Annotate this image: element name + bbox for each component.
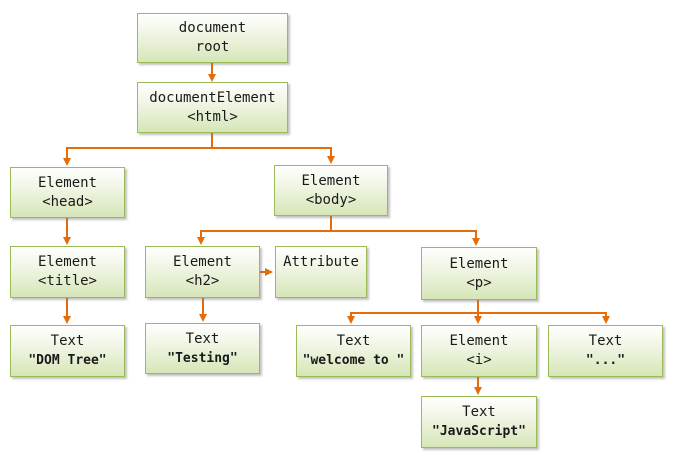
node-document-element-sublabel: <html>: [187, 108, 238, 125]
node-p-text-ellipsis-label: Text: [588, 333, 623, 349]
node-h2-text: Text "Testing": [145, 323, 260, 374]
node-p-sublabel: <p>: [466, 274, 492, 291]
node-h2-label: Element: [172, 254, 232, 270]
node-head-label: Element: [37, 174, 97, 191]
node-i-text-label: Text: [462, 404, 496, 420]
node-head: Element <head>: [10, 167, 125, 218]
node-title-label: Element: [37, 254, 97, 270]
node-h2: Element <h2>: [145, 246, 260, 298]
node-h2-text-value: "Testing": [167, 350, 238, 366]
node-body-label: Element: [301, 172, 361, 189]
node-title-sublabel: <title>: [37, 273, 97, 289]
node-title-text: Text "DOM Tree": [10, 325, 125, 377]
node-p-label: Element: [449, 255, 509, 272]
node-i: Element <i>: [421, 325, 537, 377]
node-i-text: Text "JavaScript": [421, 396, 537, 448]
node-i-text-value: "JavaScript": [432, 424, 526, 439]
node-head-sublabel: <head>: [42, 193, 93, 210]
node-document-root: document root: [137, 13, 288, 63]
node-attribute: Attribute: [275, 246, 367, 298]
node-title-text-label: Text: [50, 333, 85, 349]
node-attribute-label: Attribute: [283, 254, 359, 270]
node-title: Element <title>: [10, 246, 125, 298]
node-p-text-ellipsis: Text "...": [548, 325, 663, 377]
node-p-text-ellipsis-value: "...": [585, 353, 626, 368]
node-p-text-welcome-value: "welcome to ": [302, 353, 405, 368]
node-document-element-label: documentElement: [149, 89, 276, 106]
node-document-root-sublabel: root: [195, 39, 230, 55]
node-h2-text-label: Text: [185, 330, 220, 347]
node-h2-sublabel: <h2>: [185, 273, 220, 289]
node-body: Element <body>: [274, 165, 388, 216]
node-p-text-welcome-label: Text: [336, 333, 371, 349]
node-title-text-value: "DOM Tree": [28, 353, 107, 368]
node-document-root-label: document: [178, 20, 247, 36]
node-p-text-welcome: Text "welcome to ": [296, 325, 411, 377]
node-document-element: documentElement <html>: [137, 82, 288, 133]
node-body-sublabel: <body>: [305, 191, 357, 208]
node-i-sublabel: <i>: [466, 352, 492, 368]
node-i-label: Element: [449, 333, 509, 349]
node-p: Element <p>: [421, 247, 537, 300]
